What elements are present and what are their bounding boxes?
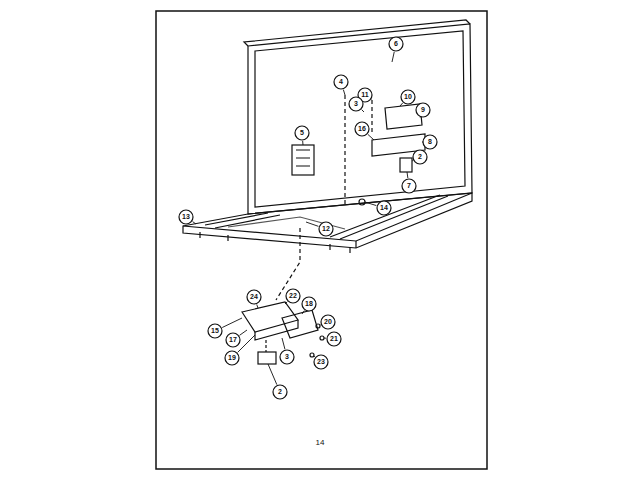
sub-bracket [242, 302, 298, 332]
leader-line [302, 141, 303, 145]
leader-line [222, 318, 242, 328]
callout-number: 15 [205, 325, 225, 337]
relay-detail [296, 150, 310, 166]
page-number: 14 [310, 437, 330, 449]
callout-number: 22 [283, 290, 303, 302]
base-rail-left [205, 213, 280, 228]
callout-number: 17 [223, 334, 243, 346]
callout-number: 3 [346, 98, 366, 110]
callout-number: 5 [292, 127, 312, 139]
leader-line [365, 202, 376, 206]
leader-line [392, 52, 394, 62]
back-panel-top [244, 20, 470, 46]
leader-line [368, 134, 374, 140]
base-corner [355, 241, 356, 248]
dashed-guides [345, 95, 372, 205]
callout-number: 12 [316, 223, 336, 235]
callout-number: 18 [299, 298, 319, 310]
callout-number: 2 [270, 386, 290, 398]
callout-number: 21 [324, 333, 344, 345]
leader-line [420, 117, 421, 119]
leader-line [302, 311, 304, 314]
callout-number: 4 [331, 76, 351, 88]
leader-line [320, 324, 322, 325]
callout-layer [179, 37, 437, 399]
leader-line [285, 302, 287, 304]
base-rail-right [330, 195, 448, 239]
callout-number: 20 [318, 316, 338, 328]
leader-line [268, 364, 277, 385]
leader-line [412, 160, 414, 161]
frame-drawing [156, 11, 487, 469]
leader-line [257, 305, 258, 308]
leader-line [282, 338, 285, 349]
leader-line [306, 222, 318, 226]
callout-number: 9 [413, 104, 433, 116]
nut-23 [310, 353, 314, 357]
back-panel [248, 24, 472, 214]
callout-number: 13 [176, 211, 196, 223]
callout-number: 8 [420, 136, 440, 148]
callout-number: 19 [222, 352, 242, 364]
callout-number: 23 [311, 356, 331, 368]
callout-number: 14 [374, 202, 394, 214]
assembly-guide [276, 228, 300, 300]
callout-number: 2 [410, 151, 430, 163]
back-panel-inner [255, 31, 465, 207]
leader-line [314, 356, 316, 358]
callout-number: 11 [355, 89, 375, 101]
relay-5 [292, 145, 314, 175]
switch-7 [400, 158, 412, 172]
screw-20 [316, 324, 320, 328]
callout-number: 24 [244, 291, 264, 303]
callout-number: 16 [352, 123, 372, 135]
switch-2 [258, 352, 276, 364]
screw-21 [320, 336, 324, 340]
leader-line [238, 335, 255, 352]
callout-number: 10 [398, 91, 418, 103]
callout-number: 6 [386, 38, 406, 50]
base-tray [183, 193, 472, 248]
leader-line [193, 222, 196, 224]
page-border [156, 11, 487, 469]
leader-line [240, 330, 247, 335]
sub-guide [265, 340, 266, 352]
callout-number: 7 [399, 180, 419, 192]
fastener-14 [359, 199, 365, 205]
sub-plate [282, 310, 318, 338]
base-front-edge [183, 193, 472, 241]
leader-line [362, 110, 364, 112]
callout-number: 3 [277, 351, 297, 363]
leader-line [343, 90, 345, 95]
leader-line [324, 338, 326, 339]
leader-line [371, 99, 372, 100]
leader-line [407, 172, 409, 178]
leader-line [400, 103, 403, 106]
